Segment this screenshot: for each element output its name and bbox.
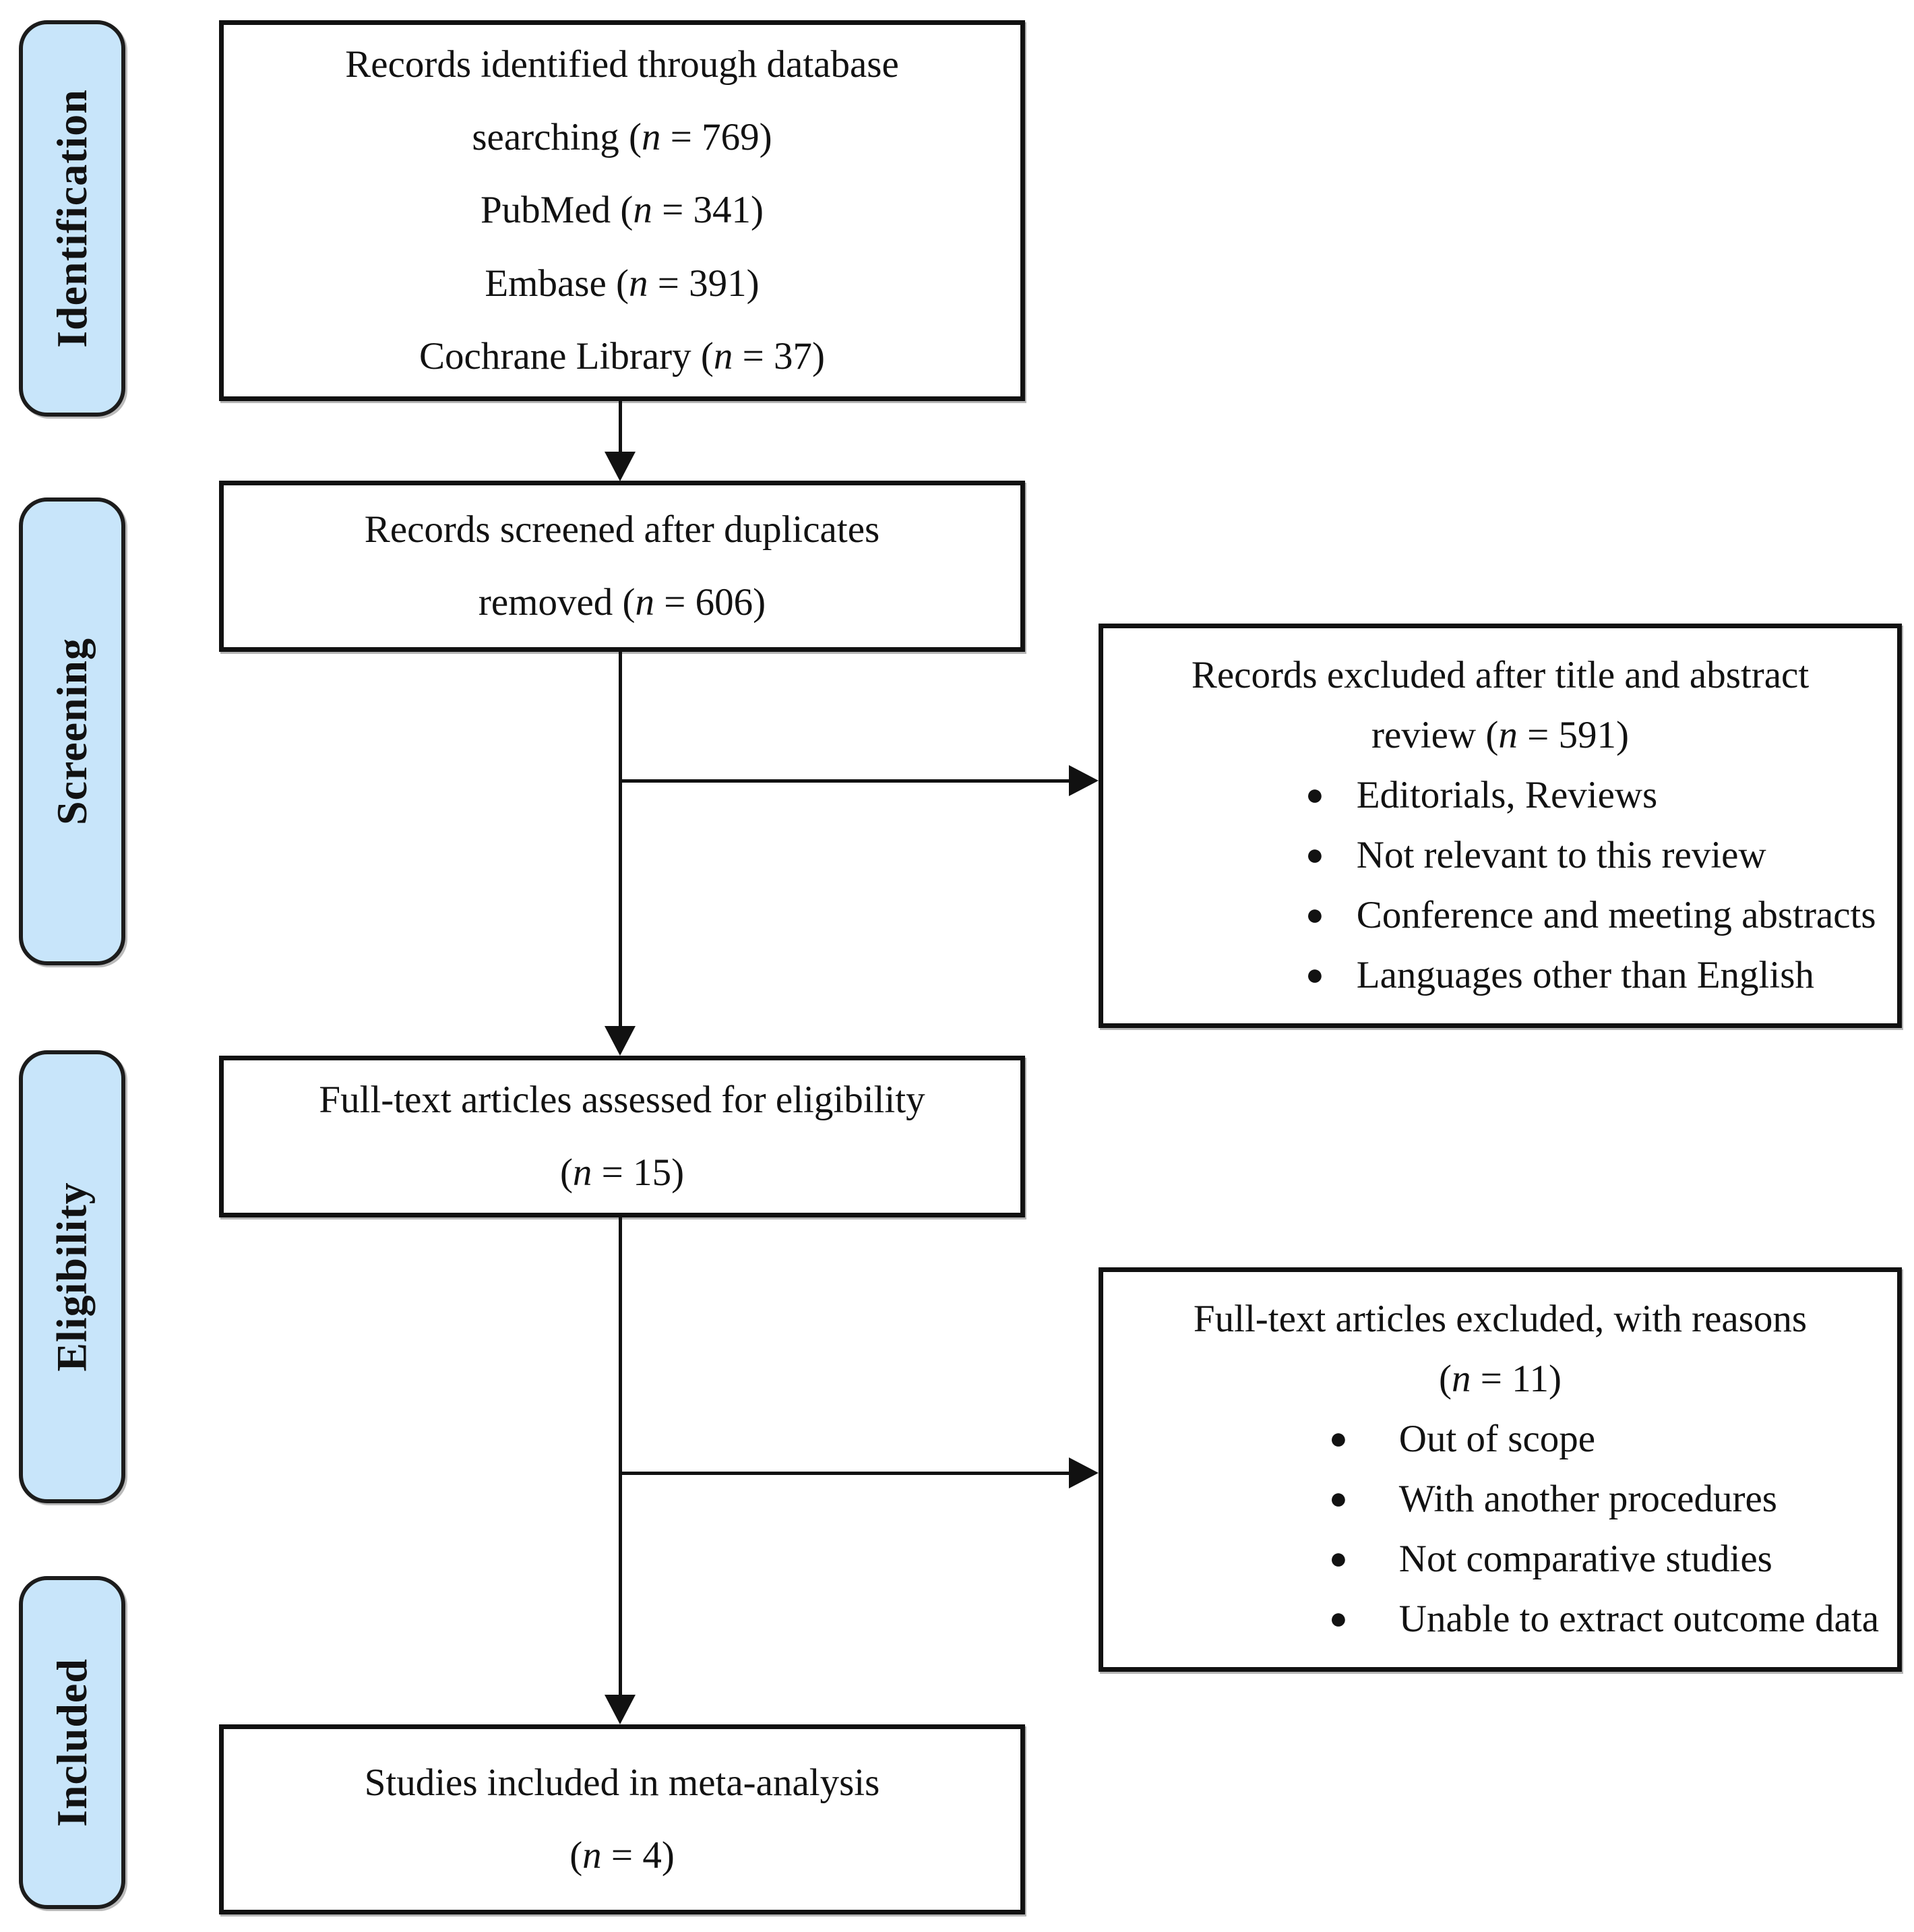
box-records-excluded-title-abstract: Records excluded after title and abstrac…: [1099, 624, 1902, 1028]
bullet-icon: ●: [1305, 837, 1324, 872]
box-fulltext-assessed: Full-text articles assessed for eligibil…: [219, 1056, 1025, 1217]
exclusion-reason-list: ● Out of scope ● With another procedures…: [1329, 1410, 1879, 1650]
connector-line: [619, 401, 622, 455]
box-line: Embase (n = 391): [485, 262, 760, 305]
box-line: (n = 15): [559, 1151, 685, 1194]
bullet-icon: ●: [1305, 777, 1324, 812]
exclusion-reason-list: ● Editorials, Reviews ● Not relevant to …: [1305, 766, 1876, 1006]
stage-label-identification: Identification: [19, 20, 125, 417]
list-item-text: Unable to extract outcome data: [1398, 1597, 1879, 1640]
list-item-text: Editorials, Reviews: [1356, 774, 1658, 817]
list-item: ● Languages other than English: [1305, 946, 1876, 1006]
connector-line: [619, 652, 622, 1027]
list-item-text: Languages other than English: [1356, 953, 1814, 996]
box-line: (n = 4): [569, 1834, 675, 1877]
list-item-text: With another procedures: [1398, 1478, 1777, 1520]
list-item: ● Unable to extract outcome data: [1329, 1590, 1879, 1650]
stage-label-identification-text: Identification: [48, 89, 96, 348]
arrow-right-icon: [1069, 765, 1099, 796]
connector-line: [620, 1472, 1070, 1475]
arrow-right-icon: [1069, 1457, 1099, 1488]
connector-line: [620, 779, 1070, 783]
box-studies-included: Studies included in meta-analysis (n = 4…: [219, 1724, 1025, 1914]
box-line: PubMed (n = 341): [480, 189, 764, 232]
stage-label-included-text: Included: [48, 1658, 96, 1827]
list-item: ● Not relevant to this review: [1305, 826, 1876, 886]
list-item-text: Not relevant to this review: [1356, 834, 1766, 876]
connector-line: [619, 1217, 622, 1696]
list-item-text: Conference and meeting abstracts: [1356, 893, 1876, 936]
arrow-down-icon: [605, 1026, 636, 1056]
box-line: review (n = 591): [1371, 714, 1629, 757]
list-item: ● Out of scope: [1329, 1410, 1879, 1470]
list-item-text: Not comparative studies: [1398, 1537, 1772, 1580]
arrow-down-icon: [605, 1695, 636, 1724]
box-fulltext-excluded: Full-text articles excluded, with reason…: [1099, 1267, 1902, 1672]
stage-label-screening-text: Screening: [48, 637, 96, 826]
list-item-text: Out of scope: [1398, 1418, 1596, 1461]
box-line: Records identified through database: [345, 42, 899, 86]
bullet-icon: ●: [1329, 1481, 1348, 1515]
bullet-icon: ●: [1329, 1540, 1348, 1575]
box-line: Records screened after duplicates: [364, 508, 880, 551]
stage-label-screening: Screening: [19, 497, 125, 965]
list-item: ● Conference and meeting abstracts: [1305, 886, 1876, 946]
box-records-identified: Records identified through database sear…: [219, 20, 1025, 401]
bullet-icon: ●: [1305, 957, 1324, 992]
bullet-icon: ●: [1305, 897, 1324, 932]
bullet-icon: ●: [1329, 1600, 1348, 1635]
box-line: Full-text articles excluded, with reason…: [1193, 1298, 1808, 1341]
stage-label-eligibility: Eligibility: [19, 1050, 125, 1503]
box-line: Records excluded after title and abstrac…: [1191, 654, 1810, 697]
box-records-screened: Records screened after duplicates remove…: [219, 481, 1025, 652]
box-line: Full-text articles assessed for eligibil…: [319, 1078, 925, 1121]
box-line: searching (n = 769): [472, 116, 772, 159]
bullet-icon: ●: [1329, 1421, 1348, 1456]
list-item: ● Not comparative studies: [1329, 1530, 1879, 1590]
list-item: ● With another procedures: [1329, 1470, 1879, 1530]
box-line: Cochrane Library (n = 37): [419, 334, 825, 378]
list-item: ● Editorials, Reviews: [1305, 766, 1876, 826]
stage-label-included: Included: [19, 1576, 125, 1909]
box-line: (n = 11): [1439, 1358, 1562, 1401]
box-line: Studies included in meta-analysis: [364, 1761, 880, 1804]
box-line: removed (n = 606): [478, 581, 766, 624]
arrow-down-icon: [605, 452, 636, 481]
stage-label-eligibility-text: Eligibility: [48, 1182, 96, 1372]
